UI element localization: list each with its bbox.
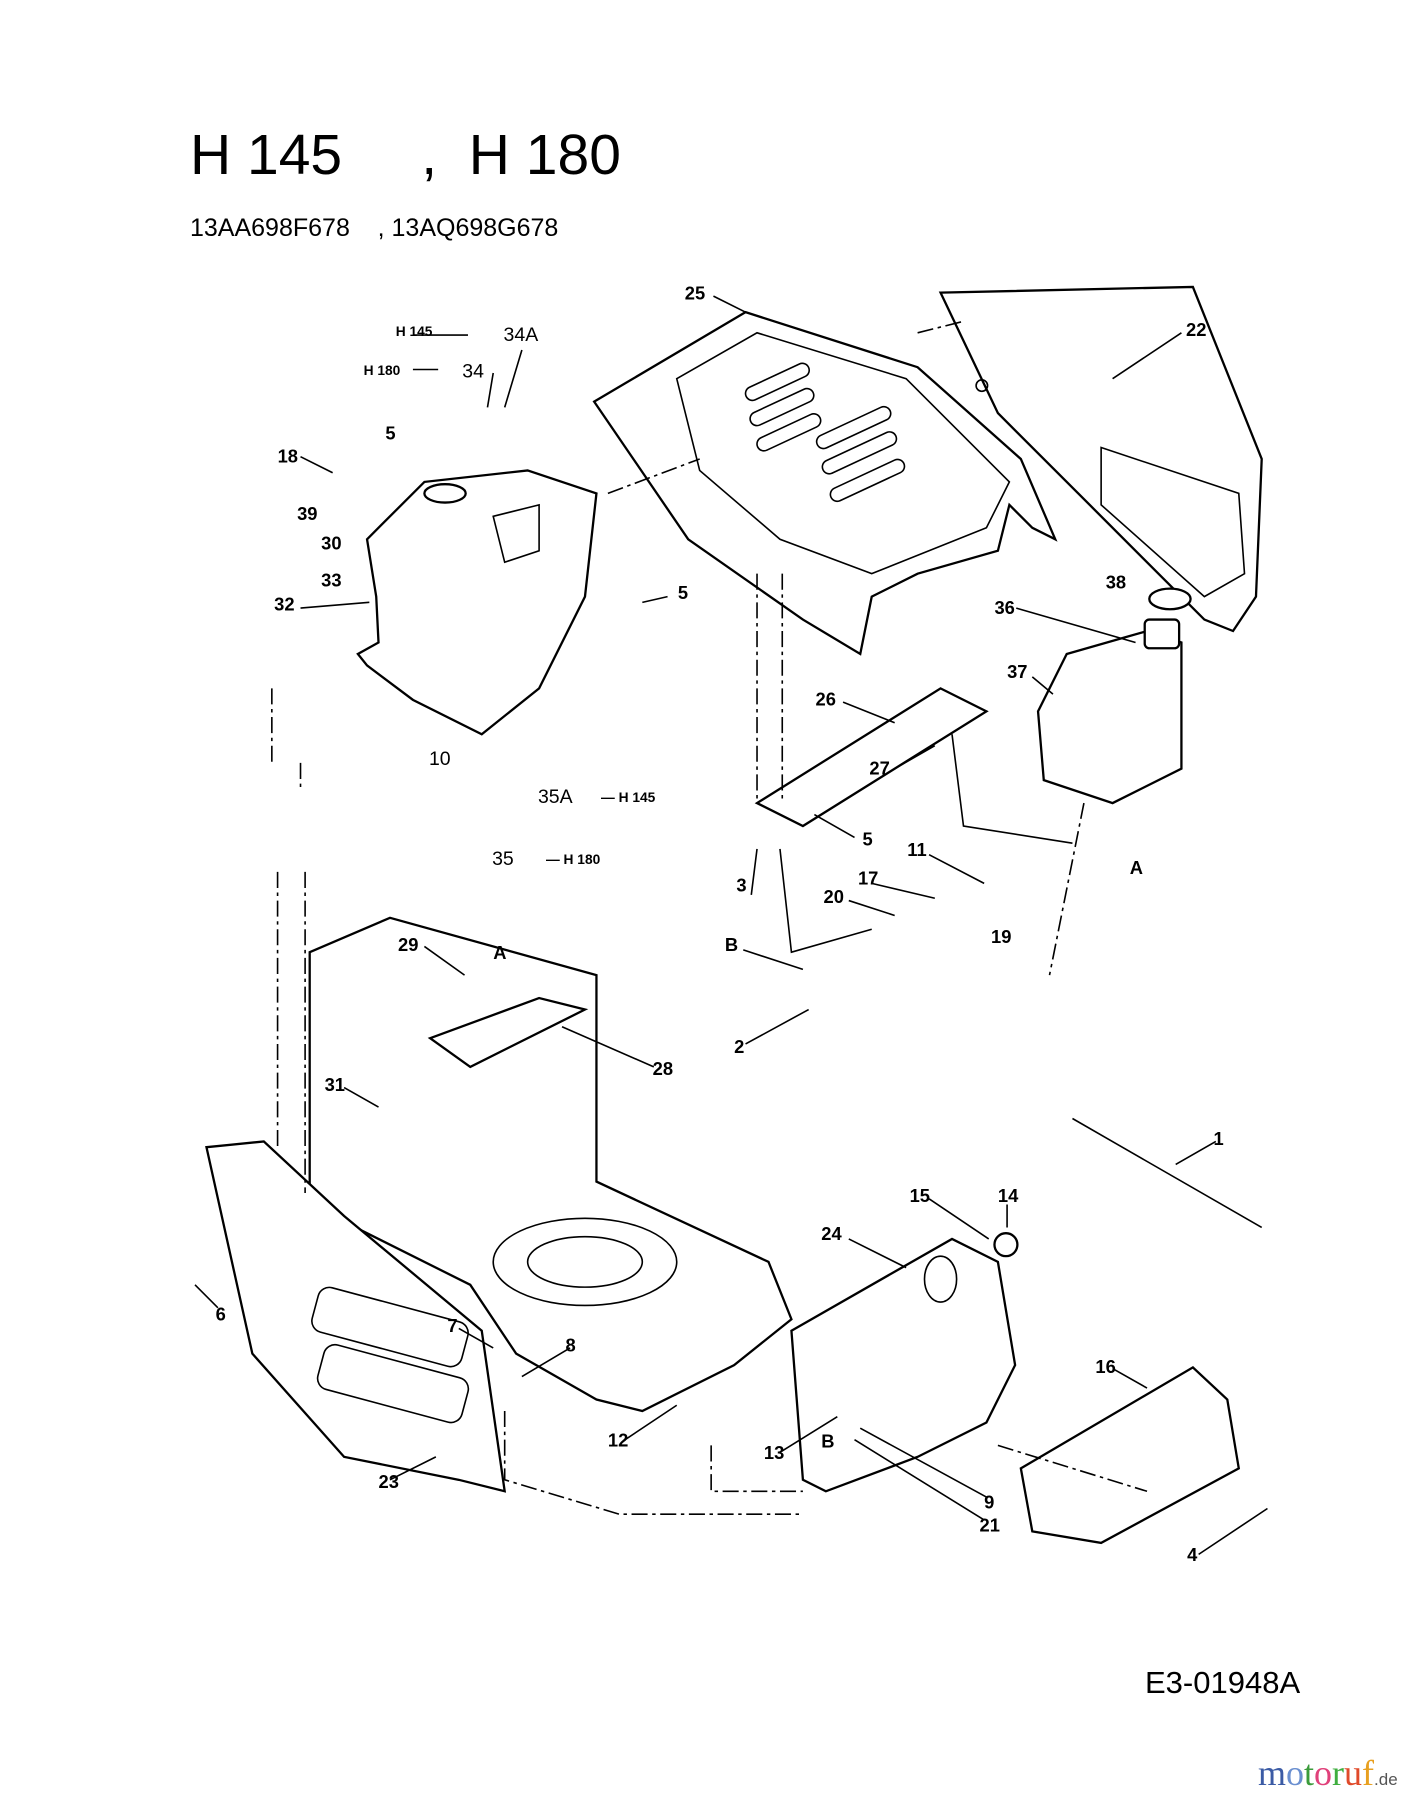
callout-13: 13 [764, 1442, 784, 1463]
callout-16: 16 [1095, 1356, 1115, 1377]
callout-15: 15 [910, 1185, 930, 1206]
callout-39: 39 [297, 503, 317, 524]
callout-24: 24 [821, 1223, 842, 1244]
callout-11: 11 [907, 839, 926, 860]
note-h145-34a: H 145 [396, 324, 433, 339]
callout-9: 9 [984, 1491, 994, 1512]
front-panel-part [790, 1232, 1019, 1493]
callout-1: 1 [1214, 1128, 1224, 1149]
callout-27: 27 [869, 757, 889, 778]
callout-19: 19 [991, 926, 1011, 947]
callout-10: 10 [429, 748, 451, 770]
callout-29: 29 [398, 934, 418, 955]
assembly-lines [271, 320, 1148, 1516]
callout-4: 4 [1187, 1544, 1198, 1565]
callout-b: B [821, 1431, 834, 1452]
front-grille-part [938, 285, 1263, 633]
drawing-code: E3-01948A [1145, 1665, 1301, 1700]
callout-a: A [1130, 857, 1143, 878]
callout-38: 38 [1106, 572, 1126, 593]
model-numbers: 13AA698F678 , 13AQ698G678 [190, 214, 559, 242]
headlight-bulb-part [993, 1232, 1019, 1258]
callout-36: 36 [994, 597, 1014, 618]
callout-34a: 34A [504, 324, 539, 346]
note-h180-34: H 180 [364, 363, 401, 378]
dash-panel-part [356, 469, 598, 736]
callout-5: 5 [385, 422, 395, 443]
callout-5: 5 [678, 582, 688, 603]
callout-34: 34 [462, 361, 484, 383]
fuel-tank-part [1036, 587, 1192, 805]
callout-7: 7 [447, 1315, 457, 1336]
tank-bracket-part [427, 996, 589, 1069]
callout-a: A [493, 942, 506, 963]
bumper-part [1019, 1365, 1241, 1545]
callout-22: 22 [1186, 319, 1206, 340]
callout-b: B [725, 934, 738, 955]
callout-35: 35 [492, 848, 514, 870]
hood-support-part [754, 687, 1073, 954]
callout-37: 37 [1007, 661, 1027, 682]
callout-21: 21 [980, 1514, 1000, 1535]
callout-3: 3 [736, 874, 746, 895]
callout-18: 18 [278, 445, 298, 466]
note-h145-35a: — H 145 [601, 790, 656, 805]
side-panel-part [205, 1140, 507, 1493]
callout-25: 25 [685, 283, 705, 304]
hood-part [592, 310, 1058, 656]
page-title: H 145 , H 180 [190, 123, 621, 187]
note-h180-35: — H 180 [546, 852, 601, 867]
callout-23: 23 [379, 1471, 399, 1492]
callout-35a: 35A [538, 786, 573, 808]
chassis-frame-part [308, 916, 793, 1413]
callout-28: 28 [653, 1058, 673, 1079]
callout-20: 20 [824, 886, 844, 907]
callout-32: 32 [274, 593, 294, 614]
callout-8: 8 [565, 1334, 575, 1355]
motoruf-watermark-logo: motoruf.de [1258, 1753, 1398, 1793]
callout-5: 5 [863, 829, 873, 850]
callout-31: 31 [325, 1074, 345, 1095]
callout-2: 2 [734, 1036, 744, 1057]
callout-12: 12 [608, 1430, 628, 1451]
callout-14: 14 [998, 1185, 1019, 1206]
callout-17: 17 [858, 868, 878, 889]
callout-26: 26 [816, 689, 836, 710]
callout-30: 30 [321, 533, 341, 554]
fuel-cap-part [1148, 587, 1192, 611]
leader-lines [194, 295, 1268, 1556]
cable-part [1072, 1117, 1263, 1229]
callout-labels: 25 H 145 34A 22 H 180 34 5 18 39 30 33 3… [216, 283, 1224, 1566]
callout-6: 6 [216, 1303, 226, 1324]
callout-33: 33 [321, 569, 341, 590]
